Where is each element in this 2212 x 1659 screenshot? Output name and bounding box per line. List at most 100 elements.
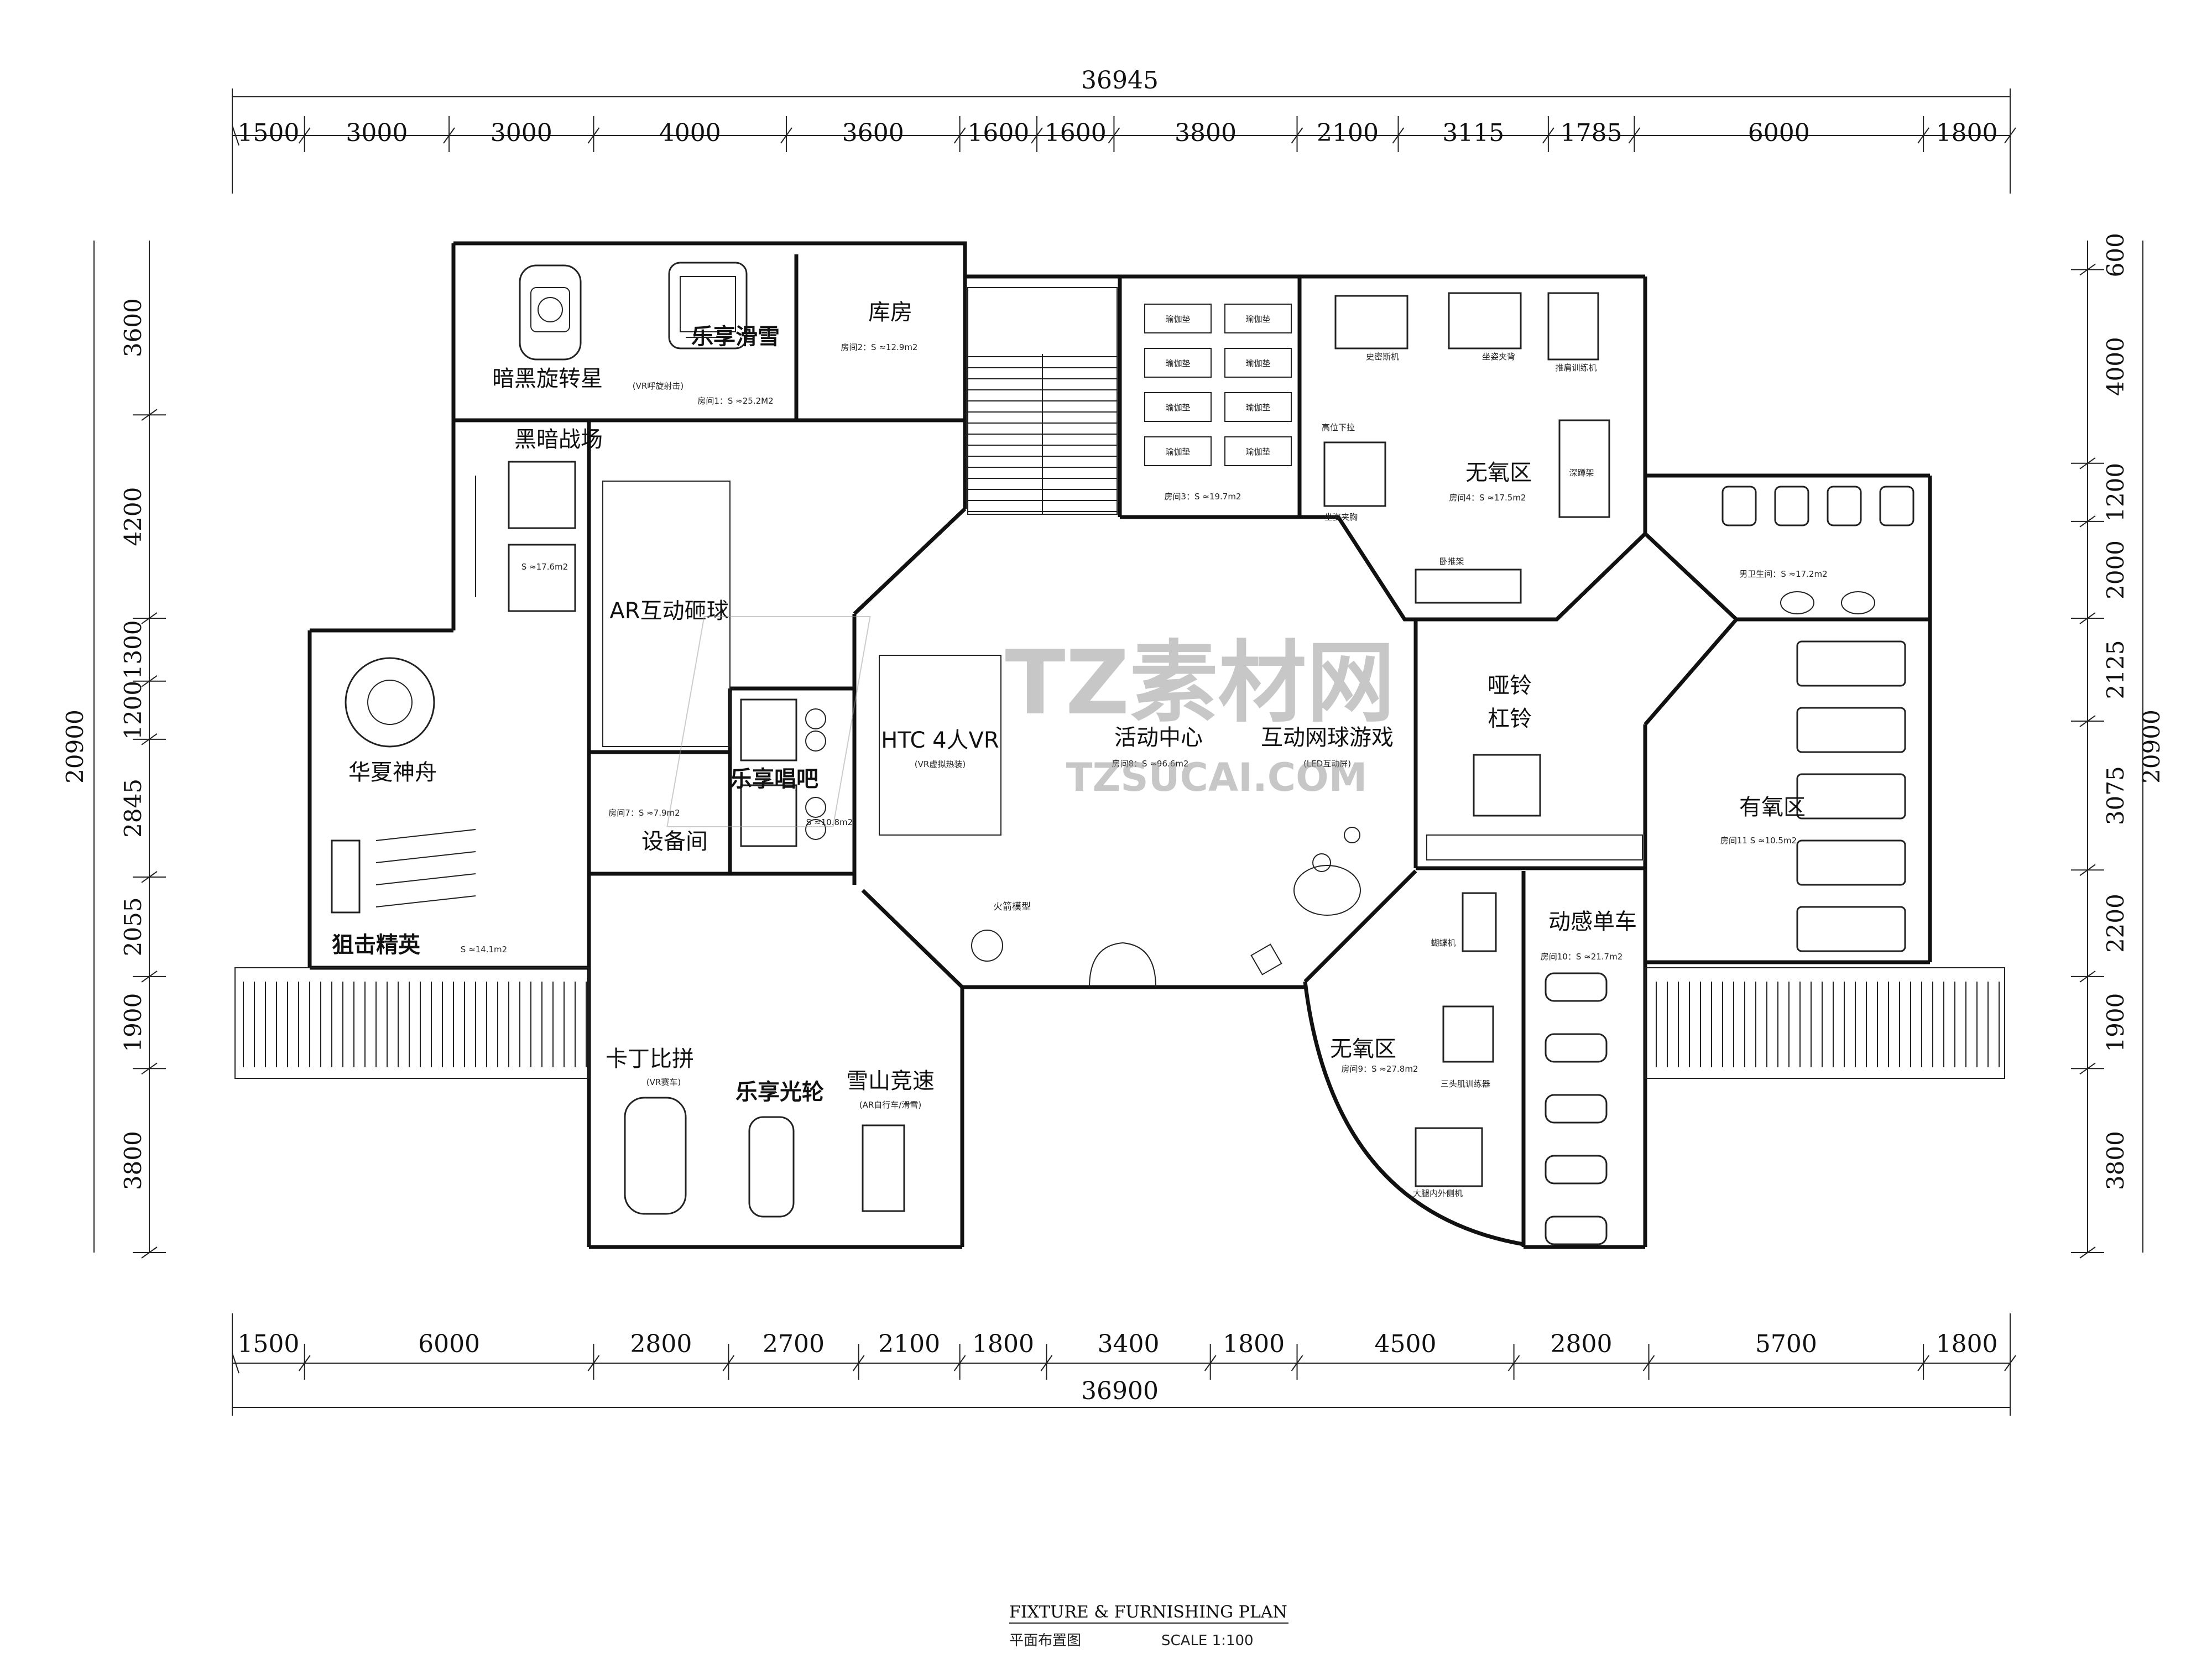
- bottom-dim-6: 3400: [1098, 1330, 1160, 1358]
- shebei-area: 房间7：S ≈7.9m2: [608, 808, 680, 818]
- top-dim-4: 3600: [842, 119, 904, 147]
- bench-press-icon: [1415, 568, 1522, 604]
- yoga-mat: [1144, 436, 1212, 466]
- top-dim-12: 1800: [1936, 119, 1998, 147]
- spinner-machine-icon: [519, 264, 582, 361]
- top-dim-1: 3000: [346, 119, 408, 147]
- bottom-dim-5: 1800: [972, 1330, 1034, 1358]
- heian-label: 黑暗战场: [514, 427, 603, 452]
- changba-area: S ≈10.8m2: [806, 817, 853, 827]
- lat-pulldown-icon: [1323, 441, 1386, 507]
- treadmill-icon: [1796, 707, 1906, 753]
- bottom-dim-0: 1500: [237, 1330, 299, 1358]
- urinal-icon: [1879, 486, 1914, 526]
- left-dim-2: 1300: [119, 620, 147, 679]
- left-ramp: [234, 967, 589, 1079]
- right-dim-4: 2125: [2102, 640, 2129, 700]
- huaxia-label: 华夏神舟: [348, 760, 437, 785]
- top-dim-8: 2100: [1317, 119, 1379, 147]
- right-dimensions: 20900 6004000120020002125307522001900380…: [2071, 233, 2165, 1259]
- top-dim-2: 3000: [491, 119, 552, 147]
- watermark-main: TZ素材网: [1005, 631, 1395, 734]
- eq-tuibang: 推肩训练机: [1555, 363, 1597, 373]
- room-dark-battlefield: 黑暗战场 S ≈17.6m2 AR互动砸球: [475, 427, 731, 747]
- guanglun-label: 乐享光轮: [735, 1079, 824, 1105]
- rifle-stand-icon: [331, 839, 361, 914]
- dumbbell-rack-icon: [1426, 834, 1643, 860]
- title-en: FIXTURE & FURNISHING PLAN: [1009, 1603, 1287, 1622]
- kading-note: (VR赛车): [646, 1077, 681, 1087]
- bottom-dim-8: 4500: [1375, 1330, 1437, 1358]
- eq-shendun: 深蹲架: [1569, 468, 1594, 478]
- right-dim-0: 600: [2102, 233, 2129, 277]
- anhei-label: 暗黑旋转星: [492, 366, 603, 392]
- battle-pod-icon: [508, 544, 576, 612]
- huaxue-area: 房间1：S ≈25.2M2: [697, 396, 773, 406]
- walls: [307, 241, 1932, 1249]
- treadmill-icon: [1796, 773, 1906, 820]
- triceps-machine-icon: [1442, 1005, 1494, 1063]
- treadmill-icon: [1796, 640, 1906, 687]
- juji-label: 狙击精英: [332, 932, 421, 958]
- dongan-area: 房间10：S ≈21.7m2: [1541, 952, 1623, 962]
- shebei-label: 设备间: [641, 829, 708, 854]
- urinal-icon: [1827, 486, 1862, 526]
- eq-shimisi: 史密斯机: [1366, 352, 1399, 362]
- room-yoga: 瑜伽垫瑜伽垫瑜伽垫瑜伽垫瑜伽垫瑜伽垫瑜伽垫瑜伽垫 房间3：S ≈19.7m2: [1144, 304, 1292, 502]
- wuyang1-area: 房间4：S ≈17.5m2: [1449, 493, 1526, 503]
- yaling-label: 哑铃: [1488, 673, 1532, 698]
- bottom-dim-4: 2100: [878, 1330, 940, 1358]
- eq-santou: 三头肌训练器: [1441, 1079, 1490, 1089]
- eq-zuozi: 坐姿夹背: [1482, 352, 1515, 362]
- spin-bike-icon: [1545, 972, 1608, 1002]
- yoga-mat-label: 瑜伽垫: [1165, 403, 1190, 413]
- htc-note: (VR虚拟热装): [915, 759, 966, 769]
- kufang-area: 房间2：S ≈12.9m2: [841, 342, 918, 352]
- treadmill-icon: [1796, 839, 1906, 886]
- changba-label: 乐享唱吧: [730, 766, 818, 792]
- wuyang1-label: 无氧区: [1465, 460, 1532, 486]
- top-dim-11: 6000: [1748, 119, 1810, 147]
- activity-center: HTC 4人VR (VR虚拟热装) 活动中心 房间8：S ≈96.6m2 互动网…: [879, 655, 1394, 988]
- left-dim-3: 1200: [119, 681, 147, 740]
- left-dim-6: 1900: [119, 993, 147, 1052]
- top-dim-9: 3115: [1442, 119, 1504, 147]
- bottom-dim-7: 1800: [1223, 1330, 1285, 1358]
- huaxue-label: 乐享滑雪: [691, 324, 780, 349]
- right-dim-1: 4000: [2102, 337, 2129, 396]
- right-dim-3: 2000: [2102, 540, 2129, 599]
- yoga-mat-label: 瑜伽垫: [1165, 447, 1190, 457]
- right-dim-2: 1200: [2102, 463, 2129, 522]
- yoga-mat-label: 瑜伽垫: [1245, 447, 1270, 457]
- right-ramp: [1645, 967, 2005, 1079]
- room-shenzhou-sniper: 华夏神舟 狙击精英 S ≈14.1m2: [331, 657, 507, 958]
- yoga-mat-label: 瑜伽垫: [1165, 358, 1190, 368]
- bottom-dim-9: 2800: [1551, 1330, 1613, 1358]
- huodong-area: 房间8：S ≈96.6m2: [1112, 759, 1189, 769]
- youyang-area: 房间11 S ≈10.5m2: [1720, 836, 1797, 846]
- watermark: TZ素材网 TZSUCAI.COM: [666, 616, 1395, 827]
- eq-hudie: 蝴蝶机: [1431, 938, 1455, 948]
- left-dim-1: 4200: [119, 487, 147, 546]
- right-dim-6: 2200: [2102, 894, 2129, 953]
- room-karaoke: 乐享唱吧 S ≈10.8m2 房间7：S ≈7.9m2 设备间: [608, 698, 853, 854]
- right-dim-7: 1900: [2102, 993, 2129, 1052]
- ganling-label: 杠铃: [1488, 706, 1532, 732]
- ski-simulator-icon: [668, 262, 748, 349]
- karaoke-booth-icon: [740, 784, 797, 847]
- left-dim-7: 3800: [119, 1131, 147, 1190]
- room-weights: 哑铃 杠铃: [1426, 673, 1643, 860]
- yoga-mat: [1224, 304, 1292, 333]
- rifle-icon: [375, 873, 476, 885]
- wangqiu-note: (LED互动屏): [1303, 759, 1351, 769]
- top-total-dim: 36945: [1081, 66, 1159, 95]
- spin-bike-icon: [1545, 1094, 1608, 1124]
- yoga-mat: [1144, 304, 1212, 333]
- yoga-mat-label: 瑜伽垫: [1165, 314, 1190, 324]
- vr-zone: [879, 655, 1001, 836]
- urinal-icon: [1721, 486, 1757, 526]
- huaxue-note: (VR呼旋射击): [633, 381, 684, 391]
- room-spin: 动感单车 房间10：S ≈21.7m2: [1541, 909, 1637, 1245]
